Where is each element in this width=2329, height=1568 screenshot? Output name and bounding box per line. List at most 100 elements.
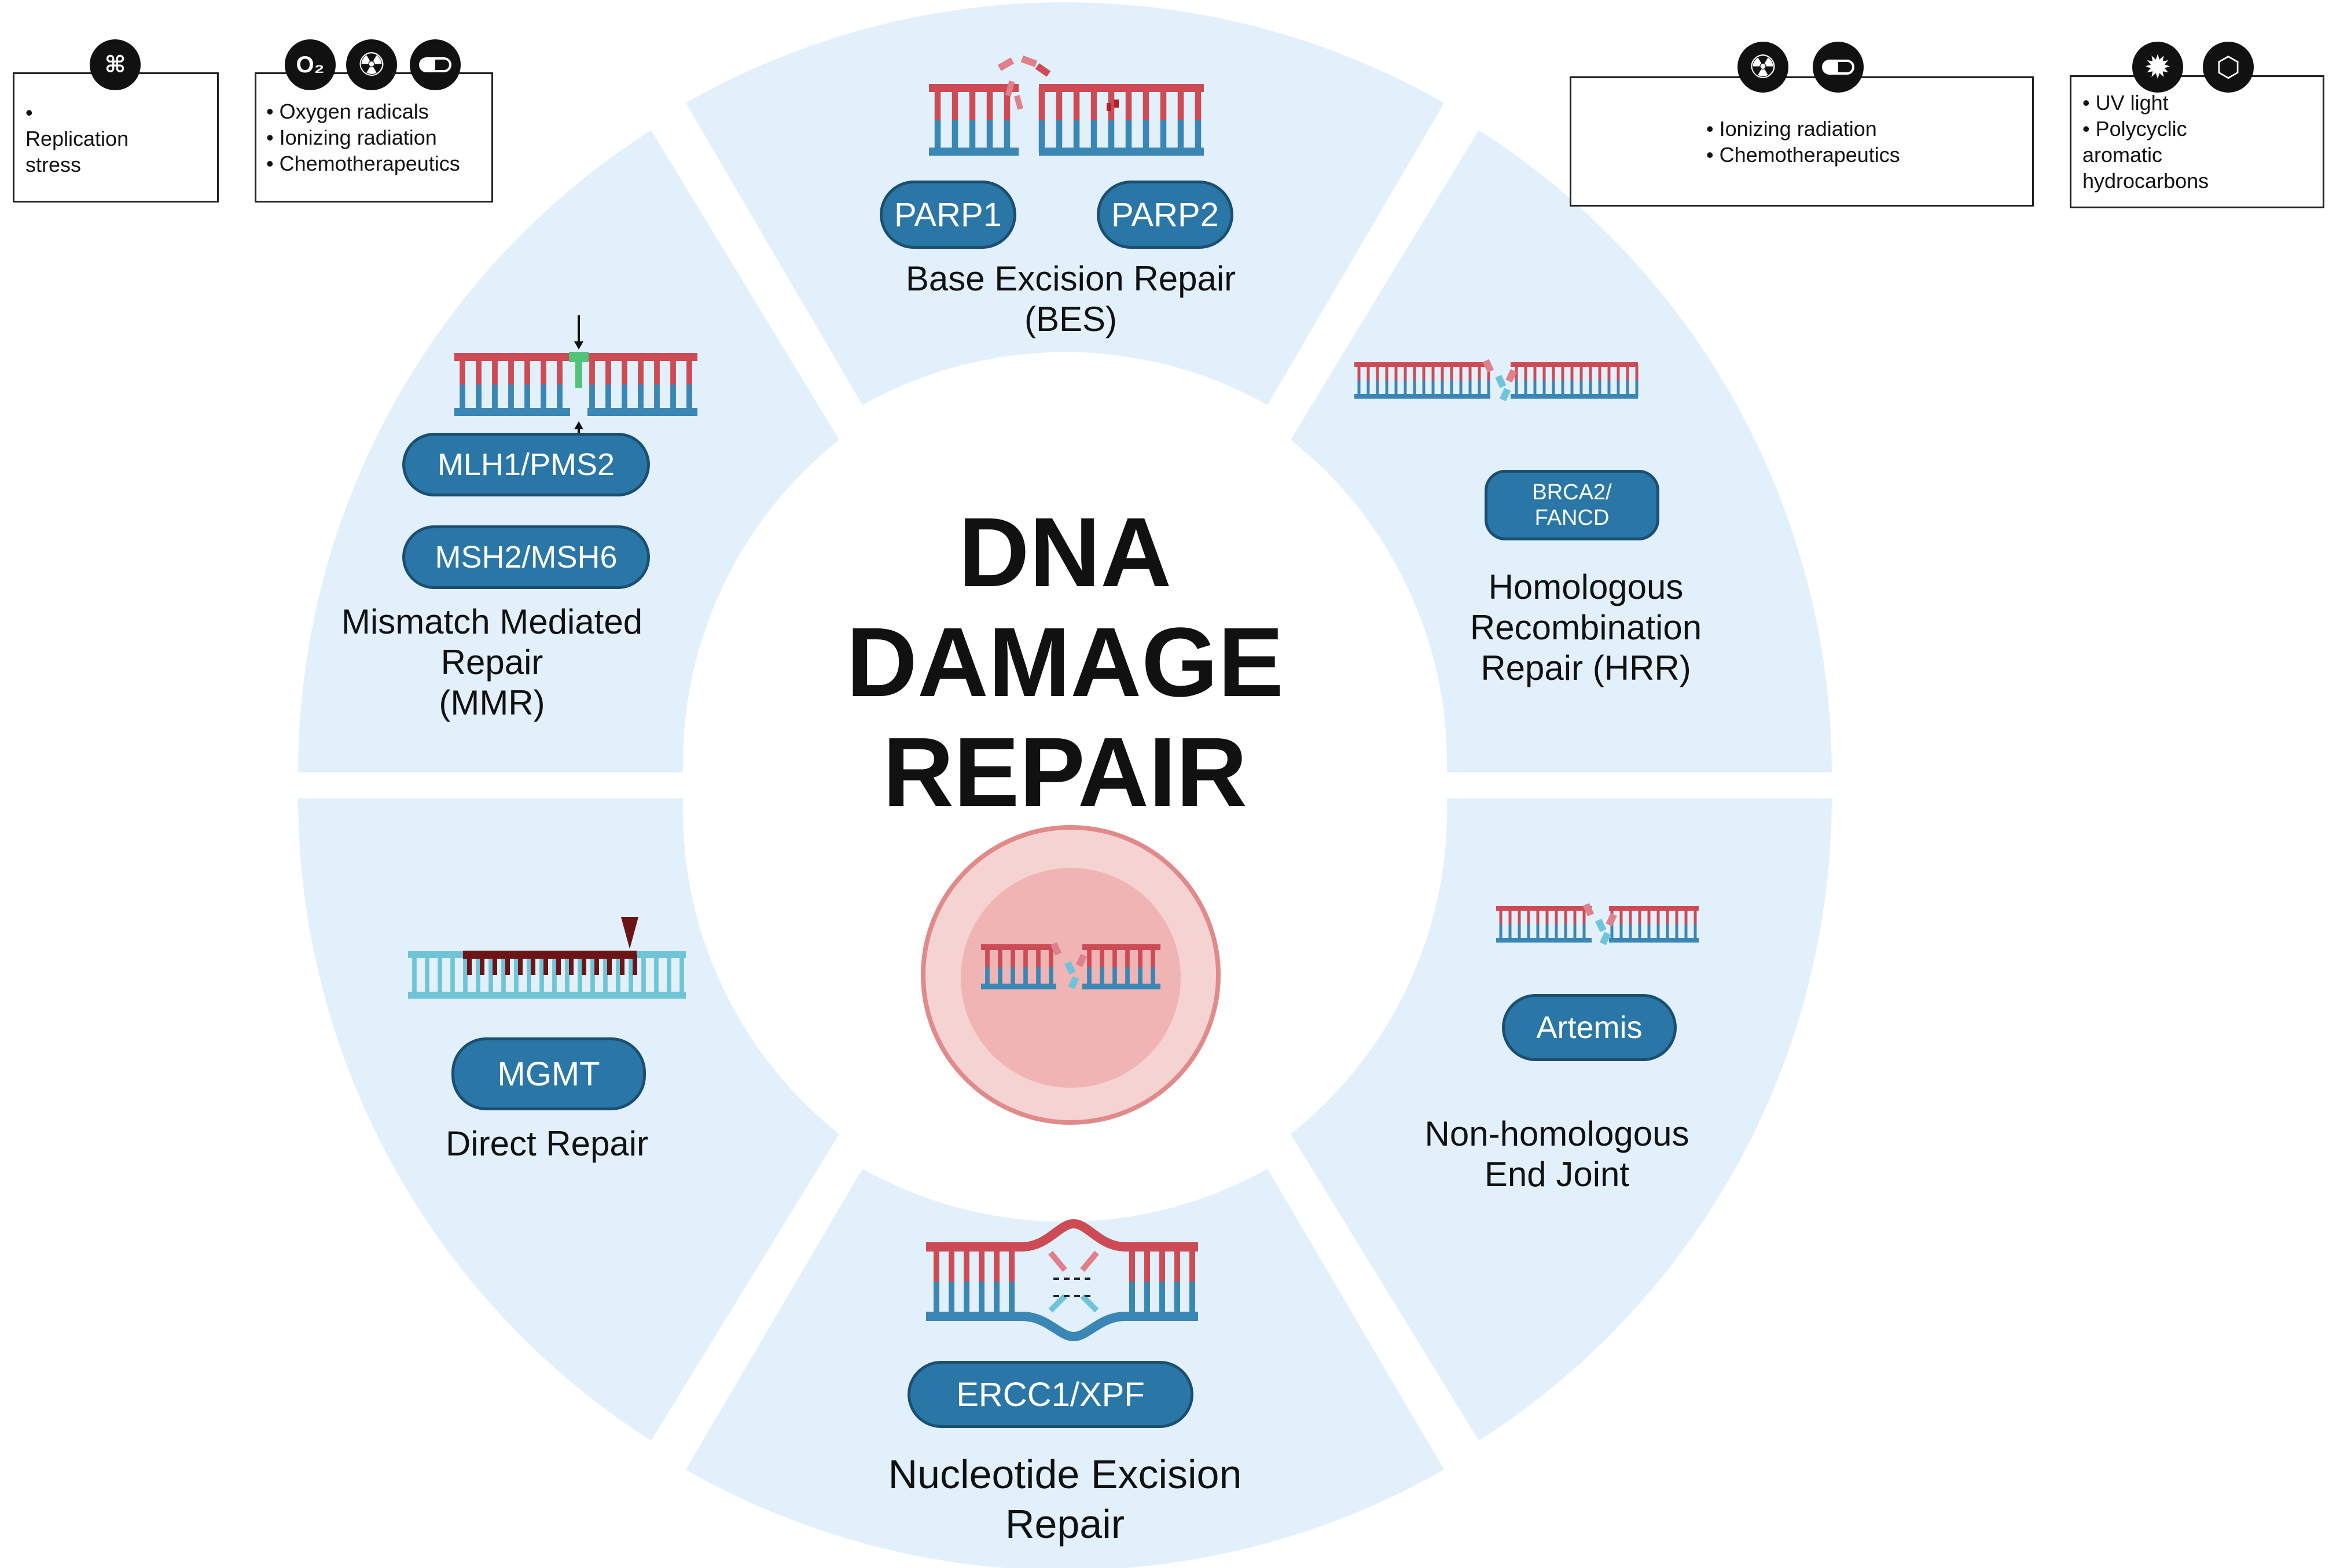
dna-base-top xyxy=(1112,947,1117,967)
dna-base-top xyxy=(1552,365,1555,381)
methylated-base xyxy=(467,955,472,975)
dna-base-bottom xyxy=(686,384,692,412)
dna-base-bottom xyxy=(1159,1282,1165,1316)
dna-base-bottom xyxy=(1404,380,1407,396)
dna-base-top xyxy=(1666,908,1669,925)
dna-base-bottom xyxy=(1499,924,1503,940)
dna-base-top xyxy=(1573,908,1577,925)
dna-base-bottom xyxy=(1357,380,1361,396)
dna-base-top xyxy=(934,88,941,120)
dna-base-bottom xyxy=(629,975,633,995)
dna-center-illustration xyxy=(981,942,1160,989)
dna-base-bottom xyxy=(501,975,506,995)
dna-base-bottom xyxy=(412,975,417,995)
dna-base-top xyxy=(1125,947,1130,967)
dna-base-top xyxy=(616,955,620,975)
dna-base-bottom xyxy=(1515,380,1518,396)
dna-base-bottom xyxy=(1129,1282,1135,1316)
radiation-icon: ☢ xyxy=(346,39,397,90)
dna-base-bottom xyxy=(1431,380,1435,396)
dna-base-bottom xyxy=(565,975,570,995)
dna-base-top xyxy=(1555,908,1558,925)
dna-base-top xyxy=(460,357,465,385)
source-text-replication: • Replication stress xyxy=(25,101,129,176)
methylated-base xyxy=(607,955,612,975)
dna-base-top xyxy=(1376,365,1379,381)
dna-base-top xyxy=(1478,365,1481,381)
dna-base-top xyxy=(641,955,646,975)
dna-base-top xyxy=(1635,365,1639,381)
dna-base-bottom xyxy=(1056,120,1063,152)
dna-base-bottom xyxy=(508,384,514,412)
dna-base-bottom xyxy=(605,384,611,412)
segment-nhej xyxy=(1291,798,1832,1441)
label-mmr: Mismatch Mediated Repair (MMR) xyxy=(341,602,643,722)
dna-base-bottom xyxy=(1570,380,1574,396)
methylated-base xyxy=(556,955,561,975)
dna-base-bottom xyxy=(589,384,595,412)
dna-base-bottom xyxy=(1459,380,1463,396)
dna-break-fragment xyxy=(1495,374,1507,388)
dna-base-bottom xyxy=(654,975,659,995)
dna-base-bottom xyxy=(994,1282,1000,1316)
dna-base-bottom xyxy=(1160,120,1167,152)
dna-base-bottom xyxy=(1487,380,1490,396)
dna-base-bottom xyxy=(616,975,620,995)
dna-base-top xyxy=(679,955,684,975)
dna-base-top xyxy=(1004,88,1011,120)
dna-base-top xyxy=(1143,88,1149,120)
dna-base-bottom xyxy=(1545,924,1549,940)
dna-break-fragment xyxy=(1595,918,1607,932)
protein-ercc1-xpf: ERCC1/XPF xyxy=(908,1361,1193,1428)
dna-base-bottom xyxy=(1087,967,1092,987)
dna-base-top xyxy=(686,357,692,385)
dna-base-top xyxy=(1189,1247,1195,1282)
dna-base-top xyxy=(1073,88,1080,120)
dna-base-top xyxy=(1536,908,1540,925)
dna-base-top xyxy=(425,955,429,975)
dna-base-bottom xyxy=(1138,967,1143,987)
dna-base-bottom xyxy=(670,384,676,412)
dna-base-bottom xyxy=(622,384,627,412)
dna-base-top xyxy=(1009,1247,1015,1282)
dna-base-bottom xyxy=(1589,380,1592,396)
dna-base-top xyxy=(1090,88,1097,120)
dna-base-bottom xyxy=(1125,967,1130,987)
dna-base-bottom xyxy=(969,120,976,152)
dna-base-bottom xyxy=(460,384,465,412)
source-text-oxygen: • Oxygen radicals • Ionizing radiation •… xyxy=(266,100,460,175)
dna-base-top xyxy=(1564,908,1567,925)
dna-base-top xyxy=(501,955,506,975)
dna-base-bottom xyxy=(1561,380,1564,396)
dna-base-top xyxy=(1694,908,1697,925)
dna-base-bottom xyxy=(934,120,941,152)
dna-base-bottom xyxy=(488,975,493,995)
dna-base-bottom xyxy=(1038,120,1045,152)
dna-base-top xyxy=(1100,947,1104,967)
dna-base-top xyxy=(1144,1247,1150,1282)
methylated-base xyxy=(569,955,574,975)
dna-base-bottom xyxy=(541,384,546,412)
dna-base-top xyxy=(1542,365,1546,381)
dna-base-bottom xyxy=(492,384,498,412)
dna-base-bottom xyxy=(1195,120,1202,152)
dna-base-bottom xyxy=(638,384,644,412)
dna-base-top xyxy=(1129,1247,1135,1282)
dna-base-top xyxy=(949,1247,954,1282)
dna-base-bottom xyxy=(1629,924,1632,940)
dna-base-bottom xyxy=(552,975,557,995)
dna-base-bottom xyxy=(949,1282,954,1316)
dna-break-fragment xyxy=(1499,388,1511,402)
dna-base-bottom xyxy=(998,967,1002,987)
dna-base-top xyxy=(1656,908,1660,925)
dna-base-bottom xyxy=(1422,380,1426,396)
dna-base-top xyxy=(1450,365,1453,381)
dna-base-bottom xyxy=(1582,924,1586,940)
dna-base-top xyxy=(1413,365,1416,381)
dna-base-bottom xyxy=(1468,380,1472,396)
dna-base-top xyxy=(1499,908,1503,925)
dna-base-bottom xyxy=(425,975,429,995)
dna-base-top xyxy=(1468,365,1472,381)
dna-base-top xyxy=(969,88,976,120)
dna-base-top xyxy=(1049,947,1053,967)
